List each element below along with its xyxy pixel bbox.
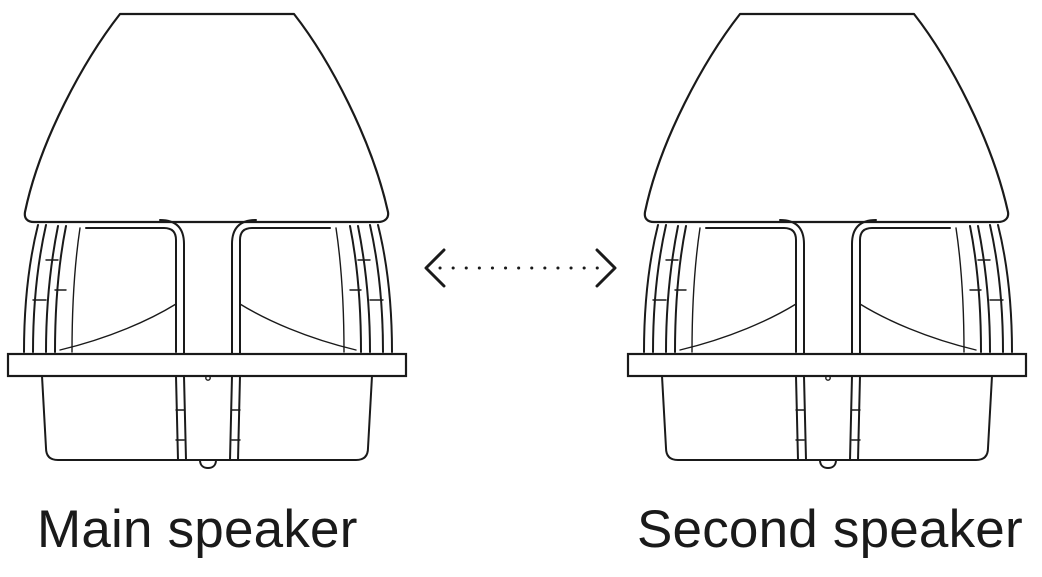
bowl-ticks <box>175 409 241 441</box>
left-rib-5 <box>71 227 81 353</box>
left-rib-5 <box>691 227 701 353</box>
bowl-right-split <box>849 375 853 461</box>
right-cone-curve <box>239 303 357 351</box>
bowl-right-split <box>229 375 233 461</box>
left-rib-4 <box>54 225 67 353</box>
speaker-dome <box>643 12 1010 224</box>
speaker-bowl <box>41 375 373 461</box>
right-rib-3 <box>357 225 371 353</box>
speaker-ring <box>626 352 1028 378</box>
bowl-ticks <box>795 409 861 441</box>
left-rib-3 <box>665 225 679 353</box>
left-rib-outer <box>643 224 659 353</box>
left-cone-curve <box>679 303 797 351</box>
rib-ticks-left <box>652 259 687 301</box>
right-rib-5 <box>955 227 965 353</box>
right-panel <box>239 227 331 355</box>
left-cone-curve <box>59 303 177 351</box>
right-panel-inner <box>231 219 257 355</box>
left-rib-4 <box>674 225 687 353</box>
bottom-foot <box>819 459 837 469</box>
bowl-right-split-2 <box>237 375 241 461</box>
bowl-left-split <box>175 375 179 461</box>
left-panel <box>85 227 177 353</box>
speaker-body <box>6 12 408 469</box>
speaker-ring <box>6 352 408 378</box>
bowl-right-split-2 <box>857 375 861 461</box>
main-speaker-label: Main speaker <box>37 500 358 559</box>
bowl-left-split <box>795 375 799 461</box>
left-rib-2 <box>32 224 47 353</box>
rib-ticks-right <box>969 259 1004 301</box>
right-rib-4 <box>349 225 362 353</box>
right-panel-inner <box>851 219 877 355</box>
right-cone-curve <box>859 303 977 351</box>
bidirectional-dotted-arrow <box>424 248 617 288</box>
left-panel <box>705 227 797 353</box>
center-screw <box>825 375 831 381</box>
speaker-bowl <box>661 375 993 461</box>
right-rib-outer <box>997 224 1013 353</box>
main-speaker-illustration <box>6 12 408 469</box>
right-rib-5 <box>335 227 345 353</box>
right-rib-3 <box>977 225 991 353</box>
left-panel-inner <box>779 219 805 355</box>
arrow-head-left-icon <box>424 248 446 288</box>
right-panel <box>859 227 951 355</box>
left-rib-outer <box>23 224 39 353</box>
arrow-head-right-icon <box>595 248 617 288</box>
rib-ticks-left <box>32 259 67 301</box>
left-rib-3 <box>45 225 59 353</box>
speaker-body <box>626 12 1028 469</box>
second-speaker-label: Second speaker <box>637 500 1023 559</box>
left-panel-inner <box>159 219 185 355</box>
speaker-dome <box>23 12 390 224</box>
center-screw <box>205 375 211 381</box>
bowl-left-split-2 <box>183 375 187 461</box>
right-rib-outer <box>377 224 393 353</box>
right-rib-4 <box>969 225 982 353</box>
rib-ticks-right <box>349 259 384 301</box>
right-rib-2 <box>989 224 1004 353</box>
second-speaker-illustration <box>626 12 1028 469</box>
right-rib-2 <box>369 224 384 353</box>
left-rib-2 <box>652 224 667 353</box>
bowl-left-split-2 <box>803 375 807 461</box>
bottom-foot <box>199 459 217 469</box>
